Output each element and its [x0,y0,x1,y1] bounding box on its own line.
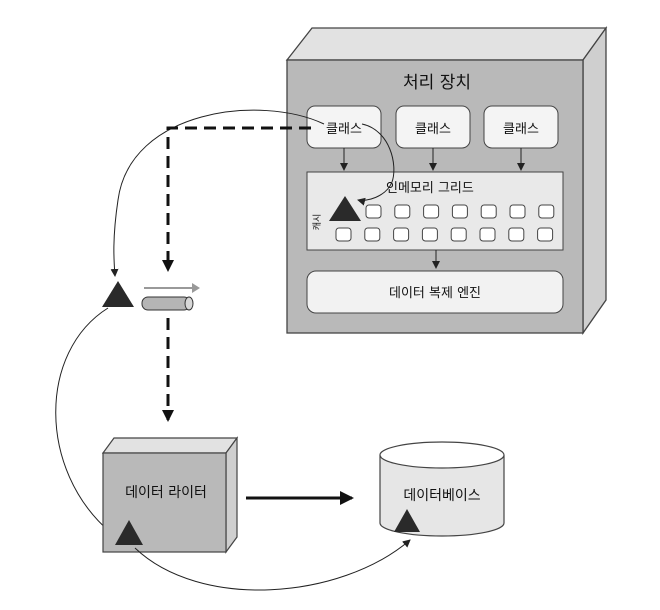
in-memory-grid-title: 인메모리 그리드 [386,181,474,196]
triangle-to-writer-curve [55,307,111,533]
grid-cell [450,227,467,242]
grid-cell [365,204,382,219]
data-writer-side-face [225,436,238,554]
grid-cell [393,227,410,242]
processing-unit-title: 처리 장치 [403,73,471,93]
grid-cell [335,227,352,242]
grid-cell [508,227,525,242]
left-triangle-marker [102,281,134,307]
grid-cell [479,227,496,242]
data-writer: 데이터 라이터 [101,436,239,554]
pipe-direction-arrowhead [192,283,200,293]
processing-unit-top-face [285,27,608,61]
processing-unit-side-face [582,25,607,336]
database-top [379,441,505,469]
processing-unit: 처리 장치 클래스 클래스 클래스 인메모리 그리드 캐시 데이터 복제 엔진 [285,25,608,336]
grid-cell [537,227,554,242]
database-triangle-marker [394,509,420,532]
grid-triangle-marker [329,196,361,221]
pipe-end [184,296,194,311]
database-label: 데이터베이스 [403,488,480,504]
database: 데이터베이스 [379,441,505,537]
message-pipe [141,283,200,311]
database-body [379,455,505,537]
class-box-3-label: 클래스 [503,122,539,137]
class-box-1-label: 클래스 [326,122,362,137]
pipe-body [141,296,191,311]
class-to-triangle-curve [110,109,325,277]
grid-cell [480,204,497,219]
data-writer-triangle-marker [115,520,143,545]
grid-cell [421,227,438,242]
grid-cell [364,227,381,242]
grid-cells [335,204,555,242]
data-writer-label: 데이터 라이터 [125,485,207,501]
data-writer-top-face [101,437,239,454]
class-to-grid-triangle-curve [357,123,395,206]
grid-cell [509,204,526,219]
grid-cell [451,204,468,219]
grid-cell [538,204,555,219]
grid-cell [423,204,440,219]
data-replication-engine-label: 데이터 복제 엔진 [389,286,481,301]
dashed-replication-flow-top [162,126,311,272]
grid-cache-label: 캐시 [312,214,323,231]
writer-to-database-curve [134,539,411,591]
data-replication-engine [306,270,564,314]
class-box-2-label: 클래스 [415,122,451,137]
grid-cell [394,204,411,219]
